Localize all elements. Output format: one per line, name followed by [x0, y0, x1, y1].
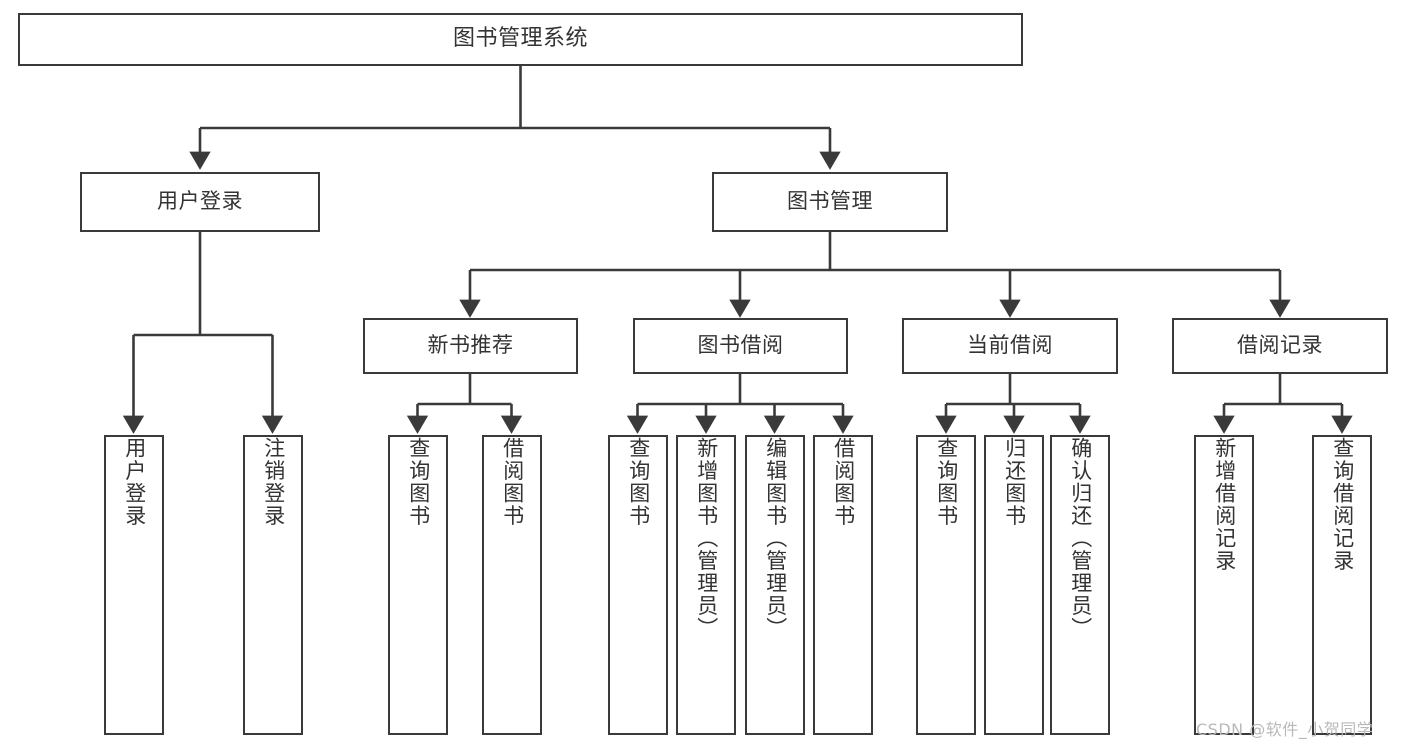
node-leaf-user-login[interactable]: 用户登录	[104, 435, 164, 735]
node-leaf-borrow-book-1-label: 借阅图书	[500, 437, 525, 527]
node-leaf-query-book-1[interactable]: 查询图书	[388, 435, 448, 735]
node-leaf-query-book-3-label: 查询图书	[934, 437, 959, 527]
node-leaf-edit-book[interactable]: 编辑图书（管理员）	[745, 435, 805, 735]
node-leaf-user-logout-label: 注销登录	[261, 437, 286, 527]
node-user-login[interactable]: 用户登录	[80, 172, 320, 232]
node-book-borrow[interactable]: 图书借阅	[633, 318, 848, 374]
node-current-borrow-label: 当前借阅	[967, 333, 1053, 358]
node-leaf-add-book-label: 新增图书（管理员）	[694, 437, 719, 640]
node-leaf-query-record[interactable]: 查询借阅记录	[1312, 435, 1372, 735]
node-leaf-borrow-book-1[interactable]: 借阅图书	[482, 435, 542, 735]
node-leaf-user-login-label: 用户登录	[122, 437, 147, 527]
node-book-manage-label: 图书管理	[787, 189, 873, 214]
node-new-book-recommend-label: 新书推荐	[427, 333, 514, 358]
node-leaf-query-book-3[interactable]: 查询图书	[916, 435, 976, 735]
node-leaf-add-book[interactable]: 新增图书（管理员）	[676, 435, 736, 735]
csdn-watermark: CSDN @软件_小贺同学	[1196, 720, 1374, 739]
node-borrow-record-label: 借阅记录	[1237, 333, 1323, 358]
node-leaf-borrow-book-2[interactable]: 借阅图书	[813, 435, 873, 735]
node-leaf-query-record-label: 查询借阅记录	[1330, 437, 1355, 572]
node-root-label: 图书管理系统	[452, 26, 588, 52]
node-book-borrow-label: 图书借阅	[697, 333, 784, 358]
node-leaf-borrow-book-2-label: 借阅图书	[831, 437, 856, 527]
node-leaf-return-book-label: 归还图书	[1002, 437, 1027, 527]
node-leaf-confirm-return[interactable]: 确认归还（管理员）	[1050, 435, 1110, 735]
node-current-borrow[interactable]: 当前借阅	[902, 318, 1118, 374]
node-leaf-return-book[interactable]: 归还图书	[984, 435, 1044, 735]
node-new-book-recommend[interactable]: 新书推荐	[363, 318, 578, 374]
node-user-login-label: 用户登录	[157, 189, 243, 214]
node-leaf-add-record-label: 新增借阅记录	[1212, 437, 1237, 572]
node-leaf-add-record[interactable]: 新增借阅记录	[1194, 435, 1254, 735]
node-root[interactable]: 图书管理系统	[18, 13, 1023, 66]
node-borrow-record[interactable]: 借阅记录	[1172, 318, 1388, 374]
node-leaf-user-logout[interactable]: 注销登录	[243, 435, 303, 735]
node-leaf-query-book-2-label: 查询图书	[626, 437, 651, 527]
node-leaf-query-book-2[interactable]: 查询图书	[608, 435, 668, 735]
node-leaf-confirm-return-label: 确认归还（管理员）	[1068, 437, 1093, 640]
node-book-manage[interactable]: 图书管理	[712, 172, 948, 232]
node-leaf-edit-book-label: 编辑图书（管理员）	[763, 437, 788, 640]
node-leaf-query-book-1-label: 查询图书	[406, 437, 431, 527]
